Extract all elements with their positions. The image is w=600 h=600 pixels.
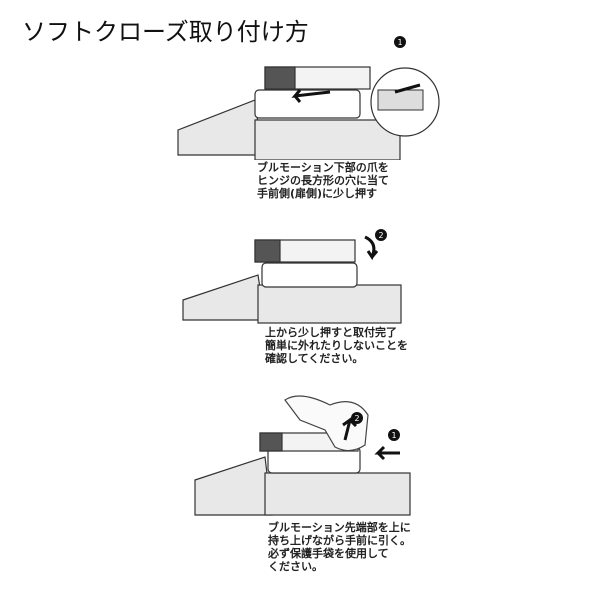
step2-illustration: 2 — [182, 229, 402, 324]
step3-illustration: 2 1 — [194, 395, 411, 516]
arrow-icon — [364, 235, 379, 261]
soft-close-unit — [264, 66, 371, 90]
soft-close-unit — [254, 239, 356, 263]
step-marker-2 — [375, 229, 387, 241]
step-marker-1 — [388, 429, 400, 441]
arrow-left-icon — [374, 445, 400, 461]
caption-line: 持ち上げながら手前に引く。 — [268, 534, 411, 547]
step1-caption: ブルモーション下部の爪を ヒンジの長方形の穴に当て 手前側(扉側)に少し押す — [257, 161, 389, 200]
caption-line: ブルモーション先端部を上に — [268, 521, 411, 534]
svg-text:2: 2 — [354, 414, 359, 423]
arrow-up-icon — [342, 416, 358, 441]
step-marker-label: 1 — [397, 38, 402, 47]
step-marker-2 — [351, 412, 363, 424]
caption-line: ください。 — [268, 560, 323, 573]
svg-text:1: 1 — [391, 431, 396, 440]
cabinet-panel — [194, 456, 411, 516]
page-title: ソフトクローズ取り付け方 — [22, 18, 309, 46]
step3-caption: ブルモーション先端部を上に 持ち上げながら手前に引く。 必ず保護手袋を使用して … — [268, 521, 411, 573]
cabinet-panel — [182, 274, 402, 324]
hinge-plate — [254, 89, 361, 119]
svg-text:2: 2 — [378, 231, 383, 240]
step1-illustration: 1 — [177, 36, 440, 160]
caption-line: 簡単に外れたりしないことを — [265, 339, 408, 352]
step2-caption: 上から少し押すと取付完了 簡単に外れたりしないことを 確認してください。 — [265, 326, 408, 365]
caption-line: 確認してください。 — [265, 352, 364, 365]
caption-line: ヒンジの長方形の穴に当て — [257, 174, 389, 187]
arrow-icon — [291, 89, 331, 103]
caption-line: 必ず保護手袋を使用して — [268, 547, 389, 560]
caption-line: 上から少し押すと取付完了 — [265, 326, 397, 339]
hinge-plate — [261, 262, 358, 288]
cabinet-panel — [177, 99, 401, 160]
caption-line: ブルモーション下部の爪を — [257, 161, 389, 174]
step-marker-1 — [394, 36, 406, 48]
caption-line: 手前側(扉側)に少し押す — [257, 187, 378, 200]
